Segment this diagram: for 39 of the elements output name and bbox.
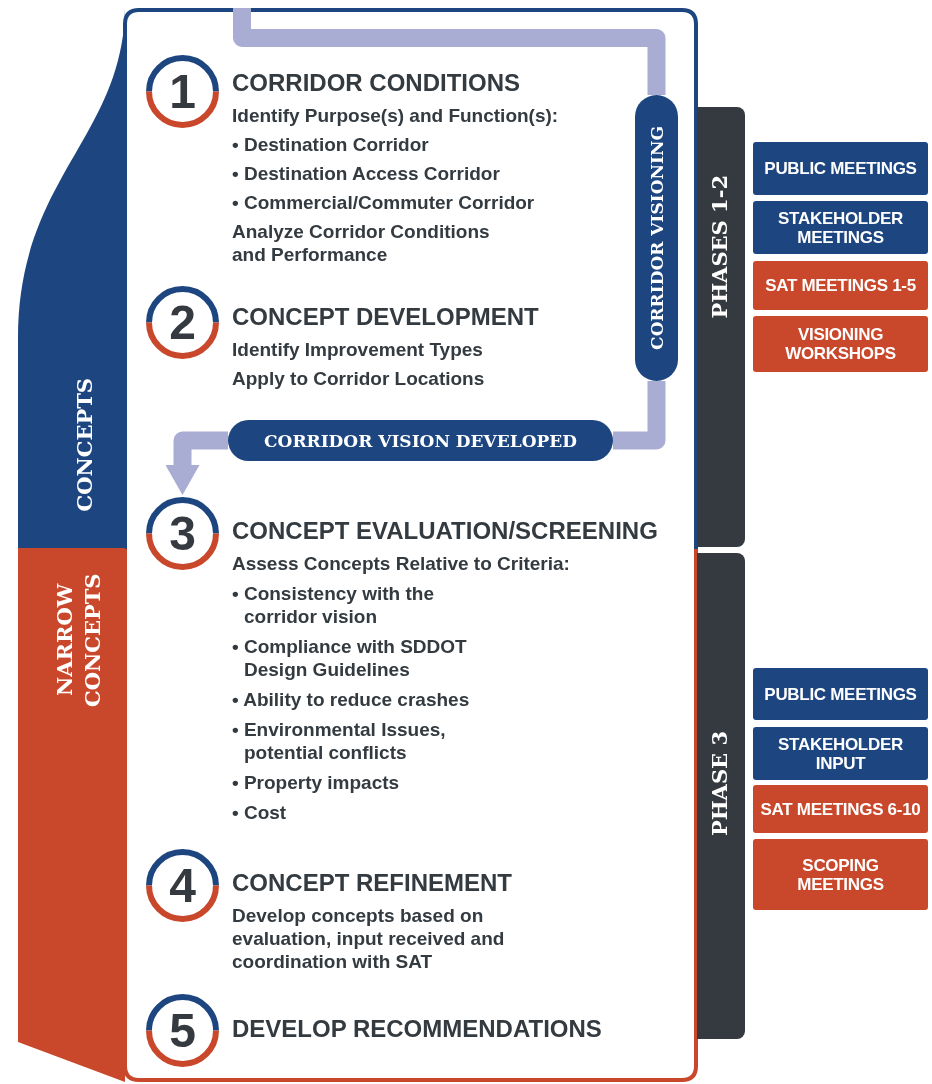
step-number-badge: 1 bbox=[145, 54, 220, 129]
step-heading: CONCEPT EVALUATION/SCREENING bbox=[232, 516, 659, 546]
phase-label: PHASE 3 bbox=[707, 731, 732, 837]
meeting-tag: SAT MEETINGS 6-10 bbox=[753, 785, 928, 833]
step-heading: CONCEPT DEVELOPMENT bbox=[232, 302, 540, 332]
bullet-item: • Ability to reduce crashes bbox=[232, 688, 471, 711]
bullet-item: • Consistency with the corridor vision bbox=[232, 582, 435, 628]
milestone-pill: CORRIDOR VISION DEVELOPED bbox=[228, 420, 613, 461]
meeting-tag: SCOPING MEETINGS bbox=[753, 839, 928, 910]
step-text: Assess Concepts Relative to Criteria: bbox=[232, 552, 571, 575]
step-text: Apply to Corridor Locations bbox=[232, 367, 486, 390]
bullet-item: • Compliance with SDDOT Design Guidelines bbox=[232, 635, 468, 681]
phase-band bbox=[697, 107, 745, 547]
step-text: Analyze Corridor Conditions and Performance bbox=[232, 220, 491, 266]
band-label: NARROW CONCEPTS bbox=[51, 572, 106, 709]
phase-label: PHASES 1-2 bbox=[707, 175, 732, 319]
step-number-badge: 4 bbox=[145, 848, 220, 923]
flow-arrow bbox=[165, 431, 228, 495]
bullet-item: • Property impacts bbox=[232, 771, 401, 794]
step-text: Identify Purpose(s) and Function(s): bbox=[232, 104, 560, 127]
meeting-tag: STAKEHOLDER MEETINGS bbox=[753, 201, 928, 254]
step-heading: DEVELOP RECOMMENDATIONS bbox=[232, 1014, 603, 1044]
meeting-tag: PUBLIC MEETINGS bbox=[753, 668, 928, 720]
bullet-item: • Environmental Issues, potential conflicts bbox=[232, 718, 447, 764]
milestone-pill: CORRIDOR VISIONING bbox=[635, 95, 678, 381]
step-number-badge: 3 bbox=[145, 496, 220, 571]
step-number-badge: 2 bbox=[145, 285, 220, 360]
bullet-item: • Cost bbox=[232, 801, 288, 824]
step-text: Identify Improvement Types bbox=[232, 338, 484, 361]
step-heading: CONCEPT REFINEMENT bbox=[232, 868, 513, 898]
step-heading: CORRIDOR CONDITIONS bbox=[232, 68, 521, 98]
meeting-tag: STAKEHOLDER INPUT bbox=[753, 727, 928, 780]
band-label: CONCEPTS bbox=[71, 378, 98, 512]
step-text: Develop concepts based on evaluation, input received and coordination with SAT bbox=[232, 904, 506, 973]
step-number-badge: 5 bbox=[145, 993, 220, 1068]
phase-band bbox=[697, 553, 745, 1039]
meeting-tag: SAT MEETINGS 1-5 bbox=[753, 261, 928, 310]
meeting-tag: PUBLIC MEETINGS bbox=[753, 142, 928, 195]
meeting-tag: VISIONING WORKSHOPS bbox=[753, 316, 928, 372]
